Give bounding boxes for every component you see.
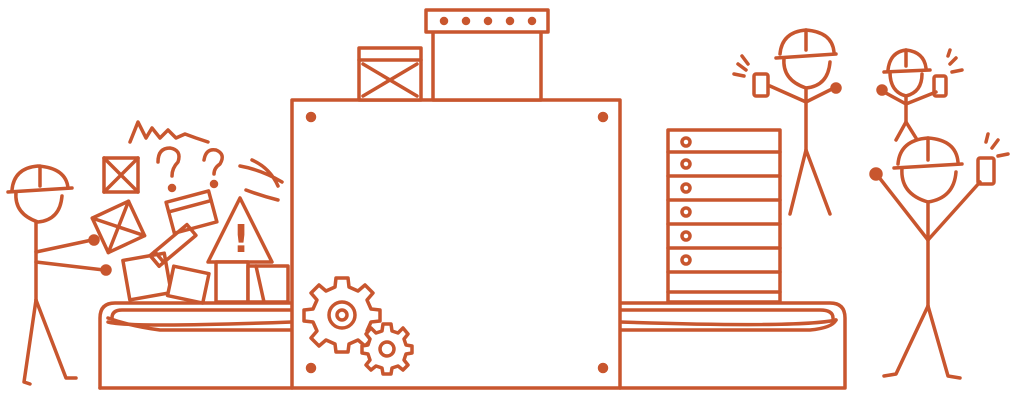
conveyor-belt — [98, 301, 847, 390]
messy-input-pile: ! — [90, 120, 290, 305]
scribble-icon — [238, 158, 284, 202]
gear-icon — [302, 276, 382, 354]
warning-mark: ! — [232, 217, 249, 261]
hard-hat-icon — [10, 164, 70, 192]
phone-icon — [932, 74, 948, 98]
machine-top-box — [431, 28, 543, 102]
warning-icon: ! — [206, 196, 274, 264]
belt-left-inner — [110, 308, 294, 320]
bolt-icon — [305, 362, 317, 374]
crate-icon — [102, 156, 140, 194]
belt-right-inner-c — [618, 318, 838, 327]
belt-right — [618, 301, 847, 390]
box-icon — [165, 264, 211, 305]
box-icon — [246, 264, 290, 304]
phone-icon — [752, 72, 770, 98]
server-rack-icon — [666, 128, 782, 304]
gear-icon — [360, 322, 414, 376]
belt-left-inner-c — [106, 320, 294, 327]
worker-celebrating — [869, 132, 1010, 380]
belt-left-top — [98, 301, 294, 390]
bolt-icon — [597, 111, 609, 123]
scribble-icon — [128, 120, 210, 144]
worker-celebrating — [732, 28, 842, 216]
box-icon — [164, 189, 219, 235]
bolt-icon — [597, 362, 609, 374]
worker-celebrating — [876, 48, 964, 142]
box-icon — [121, 251, 173, 302]
phone-icon — [976, 156, 996, 186]
question-icon — [156, 146, 181, 178]
bolt-icon — [305, 111, 317, 123]
question-icon — [202, 147, 224, 176]
worker-left — [6, 164, 112, 386]
box-icon — [214, 260, 250, 304]
belt-right-inner — [618, 308, 835, 320]
envelope-icon — [90, 199, 147, 255]
